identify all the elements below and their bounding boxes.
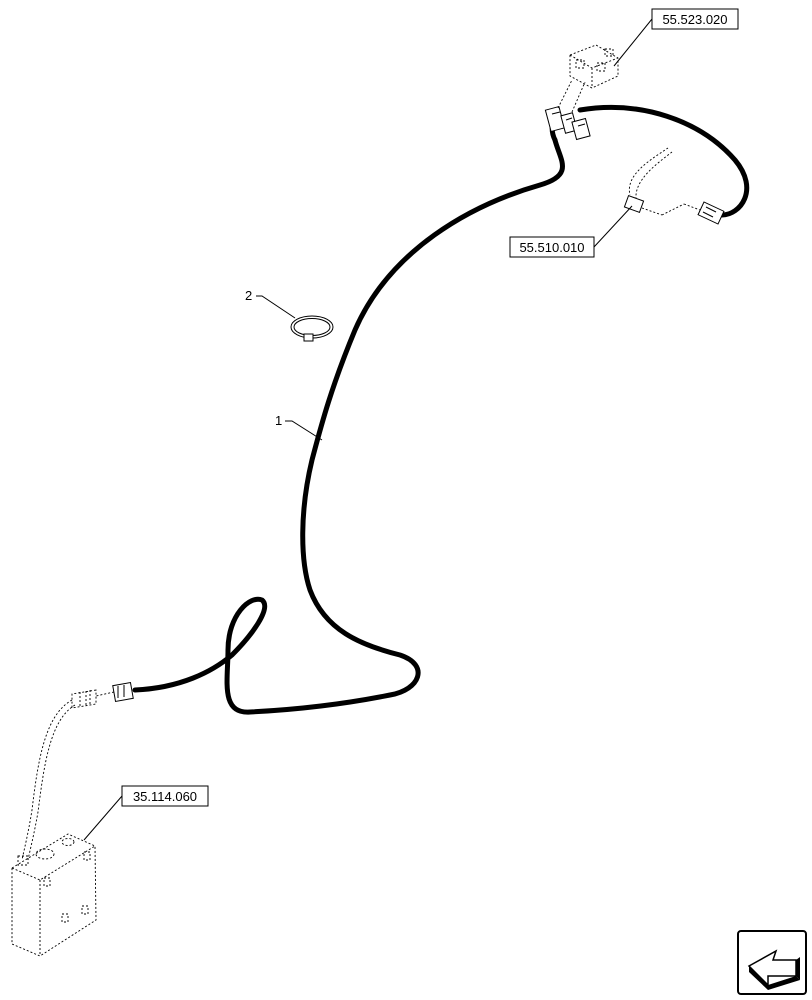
callout-1: 1 — [275, 413, 323, 441]
ref-top-label: 55.523.020 — [662, 12, 727, 27]
callout-1-label: 1 — [275, 413, 282, 428]
ref-box-top[interactable]: 55.523.020 — [613, 8, 739, 67]
right-connector-pair — [623, 147, 725, 225]
callout-2: 2 — [245, 288, 296, 319]
wire-harness — [132, 105, 750, 715]
ref-bottom-label: 35.114.060 — [133, 789, 197, 804]
ref-box-bottom[interactable]: 35.114.060 — [83, 785, 209, 841]
lower-connector — [21, 681, 134, 861]
navigation-arrow-icon[interactable] — [737, 930, 807, 995]
control-module — [11, 833, 97, 957]
cable-tie — [290, 315, 334, 342]
mating-connector-block — [569, 44, 619, 89]
ref-right-label: 55.510.010 — [519, 240, 584, 255]
callout-2-label: 2 — [245, 288, 252, 303]
top-connector-group — [544, 79, 591, 141]
ref-box-right[interactable]: 55.510.010 — [509, 205, 633, 258]
